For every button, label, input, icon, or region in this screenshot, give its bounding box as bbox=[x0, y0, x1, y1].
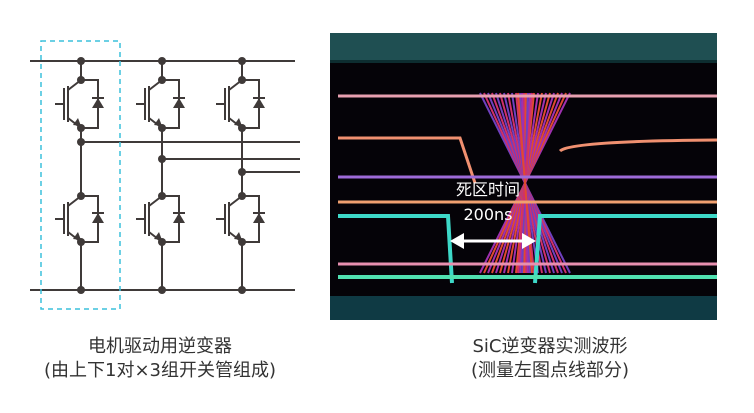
junction-dot bbox=[158, 192, 166, 200]
junction-dot bbox=[158, 76, 166, 84]
junction-dot bbox=[238, 76, 246, 84]
dead-time-label: 死区时间 bbox=[455, 180, 520, 199]
igbt-switch bbox=[216, 79, 265, 129]
junction-dot bbox=[77, 286, 85, 294]
diode-icon bbox=[173, 98, 185, 108]
diode-icon bbox=[253, 213, 265, 223]
emitter-arrow-icon bbox=[73, 232, 81, 240]
trace-gate-low bbox=[338, 214, 717, 284]
diode-icon bbox=[92, 98, 104, 108]
double-arrow-icon bbox=[450, 233, 536, 249]
scope-footer-bar bbox=[330, 296, 717, 320]
diode-icon bbox=[253, 98, 265, 108]
junction-dot bbox=[238, 168, 246, 176]
junction-dot bbox=[77, 57, 85, 65]
circuit-caption-line2: (由上下1对×3组开关管组成) bbox=[43, 360, 277, 381]
igbt-switch bbox=[136, 195, 185, 243]
waveform-caption-line1: SiC逆变器实测波形 bbox=[472, 336, 628, 357]
junction-dot bbox=[238, 57, 246, 65]
trace-vds-high bbox=[338, 136, 718, 184]
junction-dot bbox=[77, 138, 85, 146]
dead-time-value: 200ns bbox=[463, 205, 513, 224]
igbt-switch bbox=[136, 79, 185, 129]
oscilloscope-waveform-image: 死区时间 200ns bbox=[330, 33, 718, 320]
igbt-switch bbox=[216, 195, 265, 243]
waveform-caption: SiC逆变器实测波形 (测量左图点线部分) bbox=[370, 335, 730, 383]
diode-icon bbox=[92, 213, 104, 223]
waveform-caption-line2: (测量左图点线部分) bbox=[470, 360, 630, 381]
junction-dot bbox=[158, 286, 166, 294]
inverter-circuit-diagram bbox=[30, 40, 300, 310]
circuit-caption: 电机驱动用逆变器 (由上下1对×3组开关管组成) bbox=[0, 335, 320, 383]
scope-header-bar bbox=[330, 33, 717, 60]
emitter-arrow-icon bbox=[234, 232, 242, 240]
emitter-arrow-icon bbox=[234, 118, 242, 126]
circuit-caption-line1: 电机驱动用逆变器 bbox=[88, 336, 232, 357]
junction-dot bbox=[158, 155, 166, 163]
junction-dot bbox=[77, 76, 85, 84]
emitter-arrow-icon bbox=[73, 118, 81, 126]
junction-dot bbox=[158, 57, 166, 65]
igbt-switch bbox=[55, 79, 104, 129]
diode-icon bbox=[173, 213, 185, 223]
junction-dot bbox=[238, 286, 246, 294]
junction-dot bbox=[238, 192, 246, 200]
emitter-arrow-icon bbox=[154, 232, 162, 240]
junction-dot bbox=[77, 192, 85, 200]
highlight-dashed-box bbox=[40, 40, 121, 310]
igbt-switch bbox=[55, 195, 104, 243]
emitter-arrow-icon bbox=[154, 118, 162, 126]
